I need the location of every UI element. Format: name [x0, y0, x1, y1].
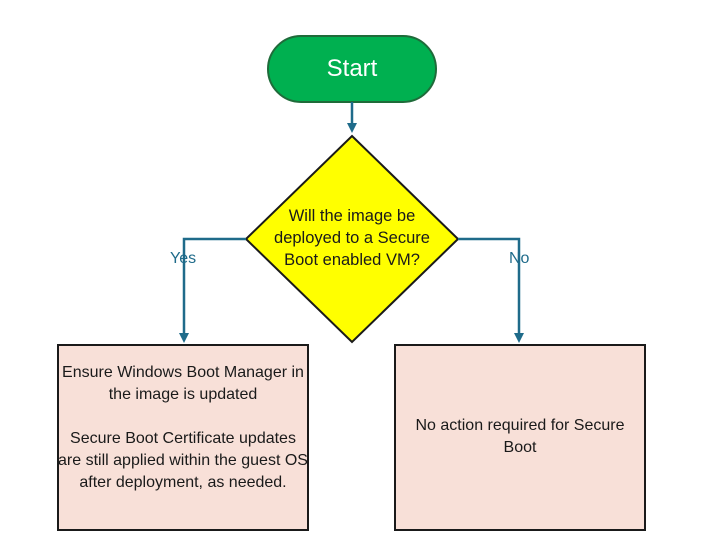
- decision-diamond-shape: [244, 134, 460, 344]
- yes-action-line-2: Secure Boot Certificate updates are stil…: [58, 430, 308, 491]
- start-label: Start: [326, 55, 378, 82]
- no-branch-label: No: [509, 250, 530, 267]
- no-action-text: No action required for Secure Boot: [415, 417, 625, 456]
- connector-yes-branch: [179, 237, 246, 343]
- yes-action-box-shape: [57, 344, 309, 531]
- yes-action-line-1: Ensure Windows Boot Manager in the image…: [62, 364, 304, 403]
- decision-question: Will the image be deployed to a Secure B…: [274, 207, 430, 269]
- yes-branch-label: Yes: [170, 250, 197, 267]
- no-action-box-shape: [394, 344, 646, 531]
- yes-action-text: Ensure Windows Boot Manager in the image…: [58, 362, 308, 494]
- connector-no-branch: [458, 237, 524, 343]
